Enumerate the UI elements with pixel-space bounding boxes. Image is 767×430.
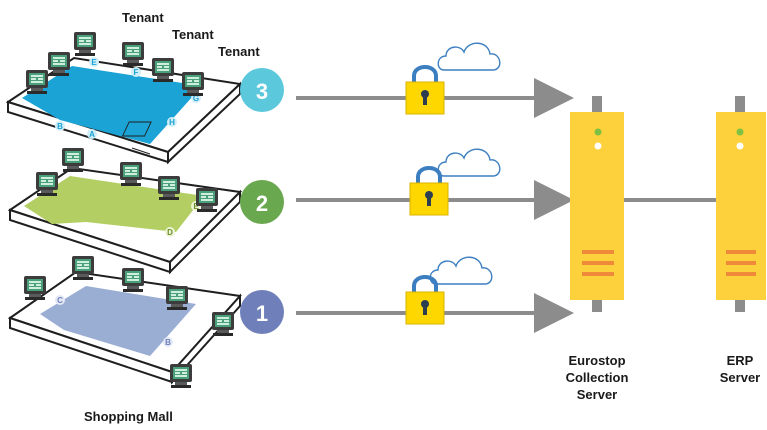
floor-badge-2	[240, 180, 284, 224]
tenant-label: Tenant	[122, 10, 164, 25]
floor-badge-3	[240, 68, 284, 112]
shopping-mall-label: Shopping Mall	[84, 409, 173, 424]
svg-text:2: 2	[256, 191, 268, 216]
svg-text:B: B	[165, 338, 171, 347]
svg-text:G: G	[193, 94, 199, 103]
tenant-label: Tenant	[172, 27, 214, 42]
svg-text:1: 1	[256, 301, 268, 326]
svg-text:D: D	[167, 228, 173, 237]
terminal-icon	[74, 32, 96, 56]
floor-2: E D 2	[7, 148, 284, 275]
svg-text:3: 3	[256, 79, 268, 104]
svg-text:H: H	[169, 118, 175, 127]
collection-server-label: Eurostop Collection Server	[565, 353, 629, 402]
collection-server-icon	[570, 96, 624, 312]
terminal-icon	[170, 364, 192, 388]
cloud-icon	[437, 148, 501, 177]
svg-text:C: C	[57, 296, 63, 305]
terminal-icon	[122, 42, 144, 66]
svg-text:F: F	[134, 68, 139, 77]
erp-server-icon	[716, 96, 766, 312]
svg-text:B: B	[57, 122, 63, 131]
padlock-icon	[404, 65, 446, 116]
floor-3: B A H E F G 3	[5, 32, 284, 165]
floor-badge-1	[240, 290, 284, 334]
cloud-icon	[429, 256, 493, 285]
erp-server-label: ERP Server	[719, 353, 761, 385]
floor-1: C B 1	[7, 256, 284, 388]
cloud-icon	[437, 42, 501, 71]
svg-text:E: E	[193, 202, 199, 211]
svg-text:E: E	[91, 58, 97, 67]
svg-text:A: A	[89, 130, 95, 139]
tenant-label: Tenant	[218, 44, 260, 59]
